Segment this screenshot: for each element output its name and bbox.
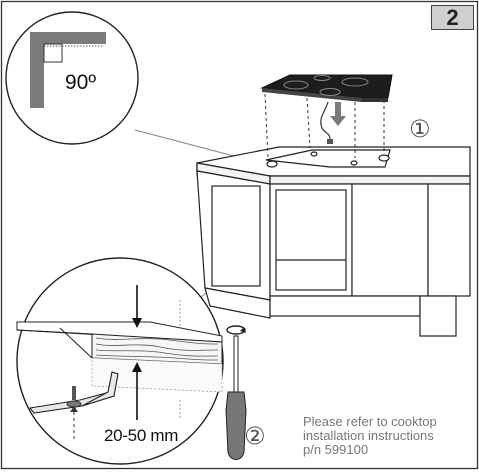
note-line: p/n 599100 bbox=[303, 442, 369, 457]
corner-detail-callout bbox=[5, 11, 139, 145]
right-angle-marker bbox=[43, 43, 63, 63]
step-number-badge: 2 bbox=[431, 5, 474, 30]
note-line: Please refer to cooktop bbox=[303, 414, 437, 429]
step-marker-2: ② bbox=[244, 422, 266, 450]
installation-note: Please refer to cooktop installation ins… bbox=[303, 415, 437, 457]
mounting-screw-icon bbox=[66, 386, 82, 440]
corner-profile bbox=[30, 32, 106, 108]
thickness-dimension bbox=[132, 285, 142, 420]
note-line: installation instructions bbox=[303, 428, 434, 443]
cabinet-icon bbox=[196, 146, 471, 337]
alignment-guides bbox=[264, 93, 385, 159]
countertop-section-callout bbox=[16, 257, 224, 465]
cooktop-icon bbox=[260, 74, 393, 144]
thickness-label: 20-50 mm bbox=[104, 426, 179, 445]
screwdriver-icon bbox=[225, 325, 247, 460]
angle-label: 90º bbox=[65, 71, 97, 94]
step-marker-1: ① bbox=[409, 115, 431, 143]
